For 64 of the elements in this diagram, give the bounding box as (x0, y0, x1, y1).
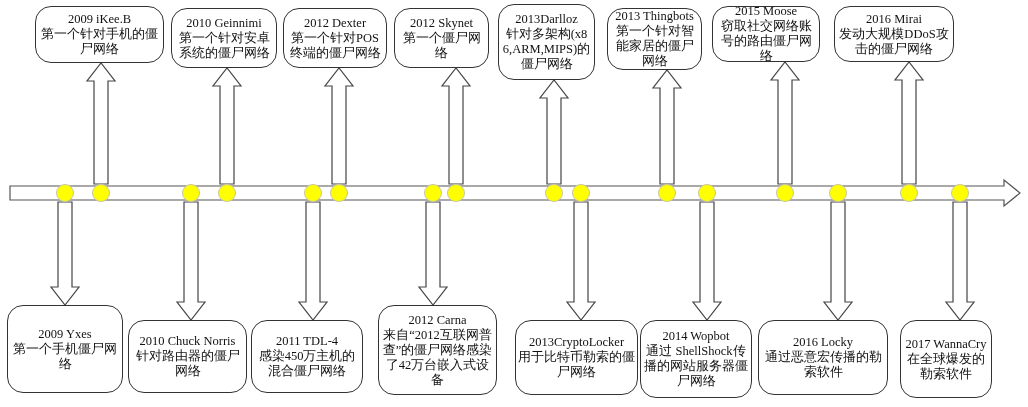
event-title: 2013Darlloz (515, 12, 578, 27)
event-title: 2012 Carna (408, 312, 467, 328)
block-arrow (323, 67, 355, 185)
event-box (900, 320, 992, 398)
event-description: 通过恶意宏传播的勒索软件 (763, 350, 883, 380)
event-box (834, 6, 954, 62)
event-title: 2015 Moose (734, 4, 798, 19)
event-title: 2009 iKee.B (67, 12, 132, 27)
event-title: 2010 Chuck Norris (139, 334, 236, 349)
block-arrow (538, 79, 570, 185)
block-arrow (49, 201, 81, 306)
block-arrow (691, 201, 723, 321)
block-arrow (297, 201, 329, 321)
event-description: 感染450万主机的混合僵尸网络 (257, 349, 357, 379)
block-arrow (565, 201, 597, 321)
event-description: 第一个针对安卓系统的僵尸网络 (177, 30, 271, 61)
event-title: 2017 WannaCry (905, 336, 987, 352)
event-box (128, 320, 247, 393)
block-arrow (440, 67, 472, 185)
event-title: 2013CryptoLocker (528, 335, 625, 350)
block-arrow (944, 201, 976, 321)
event-description: 针对路由器的僵尸网络 (134, 349, 241, 379)
event-description: 第一个针对智能家居的僵尸网络 (614, 24, 695, 69)
event-box (515, 320, 638, 395)
event-description: 用于比特币勒索的僵尸网络 (518, 350, 635, 380)
event-box (35, 6, 164, 63)
event-title: 2014 Wopbot (662, 329, 730, 344)
block-arrow (893, 61, 925, 185)
event-title: 2016 Locky (792, 335, 854, 350)
block-arrow (417, 201, 449, 306)
event-box (378, 305, 497, 395)
event-title: 2011 TDL-4 (275, 334, 339, 349)
event-box (712, 6, 820, 62)
event-title: 2009 Yxes (38, 326, 92, 342)
event-description: 第一个针对手机的僵尸网络 (40, 27, 159, 57)
event-title: 2013 Thingbots (615, 9, 694, 24)
block-arrow (85, 62, 117, 185)
event-box (758, 320, 888, 395)
event-box (251, 320, 363, 393)
event-box (607, 8, 702, 70)
block-arrow (651, 69, 683, 185)
event-title: 2016 Mirai (866, 11, 922, 27)
block-arrow (769, 61, 801, 185)
event-box (171, 8, 277, 68)
event-description: 第一个针对POS终端的僵尸网络 (288, 30, 382, 61)
event-box (7, 305, 123, 393)
event-box (283, 8, 387, 68)
event-description: 窃取社交网络账号的路由僵尸网络 (719, 19, 813, 64)
event-box (640, 320, 752, 398)
event-box (498, 4, 595, 80)
event-description: 发动大规模DDoS攻击的僵尸网络 (838, 26, 950, 57)
event-description: 在全球爆发的勒索软件 (906, 351, 986, 382)
block-arrow (175, 201, 207, 321)
event-description: 来自“2012互联网普查”的僵尸网络感染了42万台嵌入式设备 (381, 327, 494, 388)
event-title: 2012 Skynet (410, 15, 473, 31)
event-title: 2010 Geinnimi (186, 15, 262, 31)
event-description: 第一个僵尸网络 (401, 30, 482, 61)
event-description: 通过 ShellShock传播的网站服务器僵尸网络 (643, 344, 749, 389)
event-description: 针对多架构(x86,ARM,MIPS)的僵尸网络 (501, 27, 592, 72)
block-arrow (211, 67, 243, 185)
event-title: 2012 Dexter (303, 15, 367, 31)
block-arrow (822, 201, 854, 321)
event-description: 第一个手机僵尸网络 (12, 341, 118, 372)
event-box (394, 8, 489, 68)
